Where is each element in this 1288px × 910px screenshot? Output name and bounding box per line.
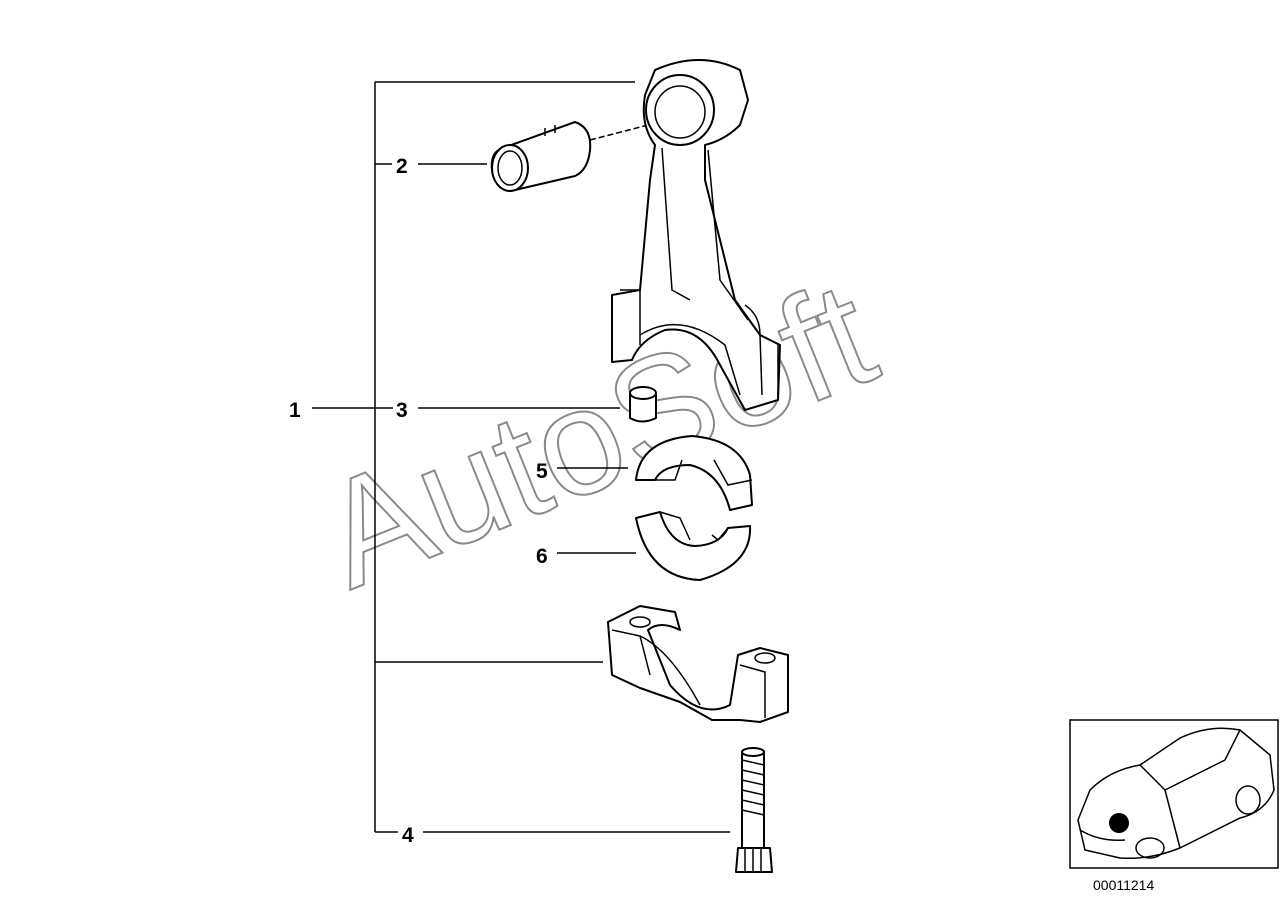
callout-4: 4 (402, 824, 414, 847)
callout-3: 3 (396, 399, 408, 422)
bolt-part (735, 747, 773, 873)
callout-6: 6 (536, 545, 548, 568)
upper-bearing-shell-part (635, 435, 753, 511)
location-marker (1109, 813, 1129, 833)
bushing-part (490, 121, 592, 192)
connecting-rod-part (611, 59, 781, 411)
watermark: AutoSoft (298, 247, 896, 620)
sleeve-part (629, 386, 657, 423)
diagram-number: 00011214 (1093, 877, 1154, 893)
leader-lines (312, 81, 730, 833)
bearing-cap-part (607, 605, 789, 723)
callout-5: 5 (536, 460, 548, 483)
watermark-text: AutoSoft (299, 248, 895, 619)
car-thumbnail (1069, 719, 1279, 869)
callout-2: 2 (396, 155, 408, 178)
lower-bearing-shell-part (635, 511, 752, 581)
callout-1: 1 (289, 399, 301, 422)
